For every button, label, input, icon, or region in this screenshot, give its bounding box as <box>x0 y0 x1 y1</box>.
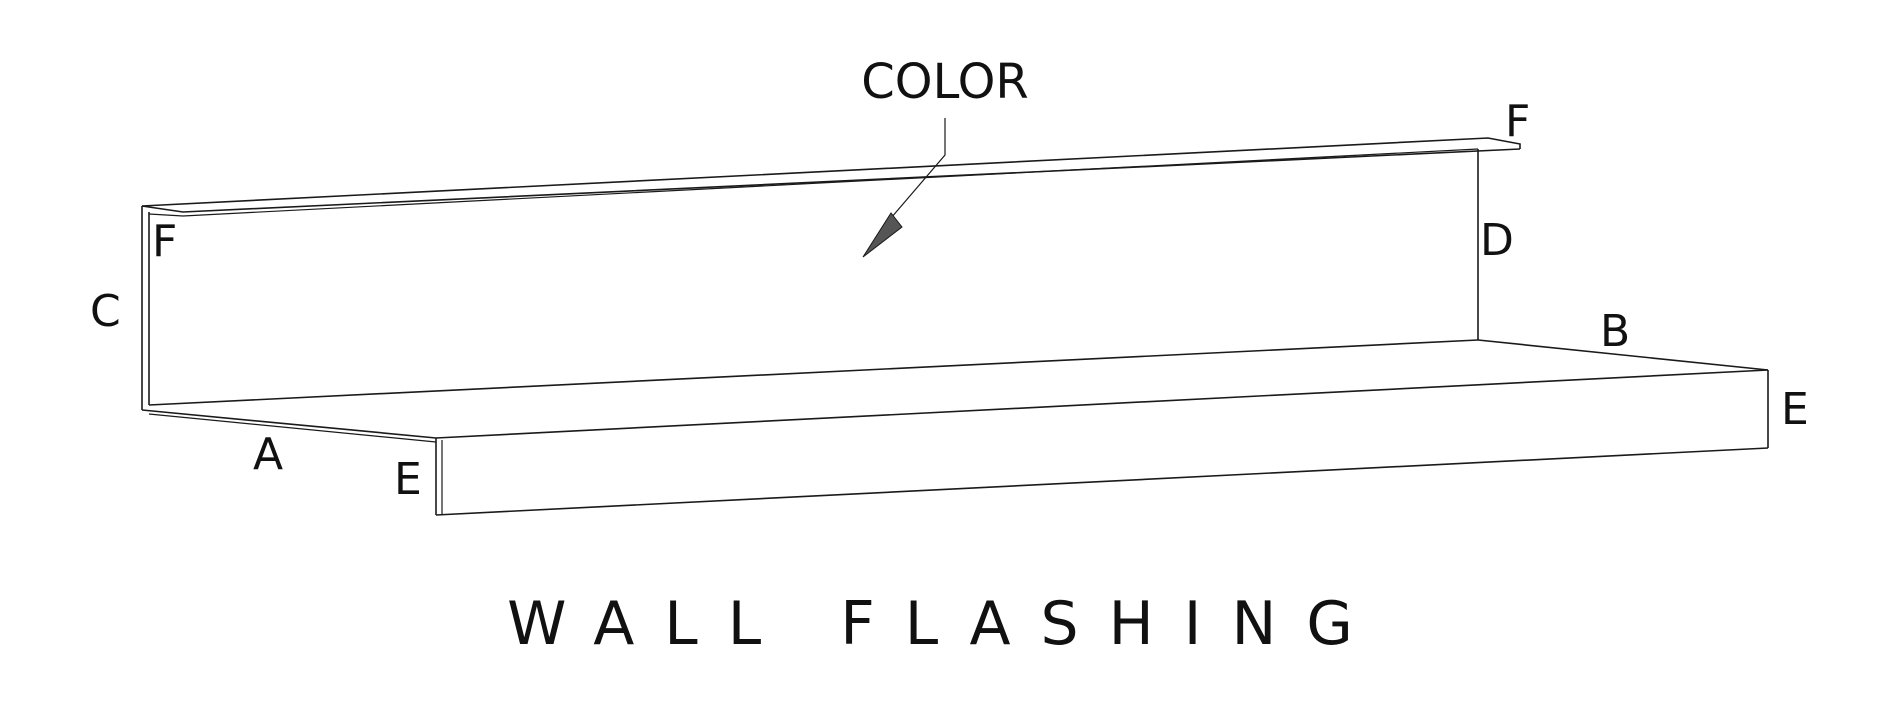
dimension-label-e-right: E <box>1781 384 1809 435</box>
base-pan <box>141 339 1769 443</box>
dimension-label-c: C <box>90 286 121 337</box>
color-callout-label: COLOR <box>861 54 1028 110</box>
dimension-label-b: B <box>1600 306 1630 357</box>
arrowhead-icon <box>862 212 903 258</box>
diagram-title: WALL FLASHING <box>507 589 1383 659</box>
dimension-label-d: D <box>1480 215 1514 266</box>
dimension-label-f-right: F <box>1505 96 1530 147</box>
left-flange-c <box>141 206 150 410</box>
dimension-label-f-left: F <box>152 216 177 267</box>
dimension-label-a: A <box>253 429 283 480</box>
color-callout-arrow <box>862 118 946 258</box>
dimension-label-e-left: E <box>394 454 422 505</box>
front-lip-e <box>435 370 1769 516</box>
top-hem-strip <box>141 137 1521 217</box>
